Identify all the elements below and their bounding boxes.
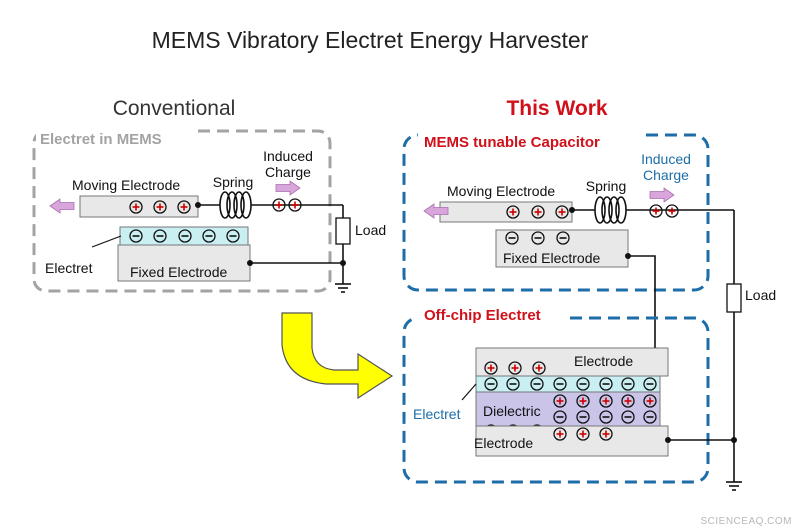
tw-load-label: Load [745, 287, 776, 303]
conventional-heading: Conventional [113, 97, 236, 120]
spring-coil-icon [198, 191, 343, 219]
conv-load-label: Load [355, 222, 386, 238]
plus-icon [649, 204, 663, 218]
tw-fixed-electrode-label: Fixed Electrode [503, 250, 600, 266]
watermark: SCIENCEAQ.COM [700, 516, 792, 527]
conv-spring-label: Spring [213, 174, 253, 190]
motion-arrow-icon [49, 198, 75, 214]
conv-moving-electrode-label: Moving Electrode [72, 177, 180, 193]
tw-electret-label: Electret [413, 406, 461, 422]
tw-dielectric-layer [475, 391, 661, 427]
tw-spring-label: Spring [586, 178, 626, 194]
tw-moving-electrode-label: Moving Electrode [447, 183, 555, 199]
conv-load-resistor [335, 217, 351, 245]
tw-top-electrode-label: Electrode [574, 353, 633, 369]
transition-arrow-icon [281, 312, 394, 400]
plus-icon [665, 204, 679, 218]
spring-coil-icon [572, 196, 734, 224]
tw-bottom-electrode-label: Electrode [474, 435, 533, 451]
this-work-heading: This Work [506, 97, 607, 120]
page-title: MEMS Vibratory Electret Energy Harvester [152, 27, 589, 53]
conv-fixed-electrode-label: Fixed Electrode [130, 264, 227, 280]
conv-electret-label: Electret [45, 260, 93, 276]
capacitor-box-label: MEMS tunable Capacitor [424, 134, 600, 151]
tw-moving-electrode [439, 201, 573, 223]
charge-arrow-icon [649, 187, 675, 203]
conventional-box-label: Electret in MEMS [40, 131, 162, 148]
ground-icon [725, 481, 743, 491]
tw-fixed-electrode [495, 229, 629, 268]
tw-load-resistor [726, 283, 742, 313]
electret-box-label: Off-chip Electret [424, 307, 541, 324]
charge-arrow-icon [275, 180, 301, 196]
tw-top-electrode [475, 347, 669, 377]
ground-icon [334, 283, 352, 293]
tw-electret-layer [475, 375, 661, 393]
tw-dielectric-label: Dielectric [483, 403, 541, 419]
